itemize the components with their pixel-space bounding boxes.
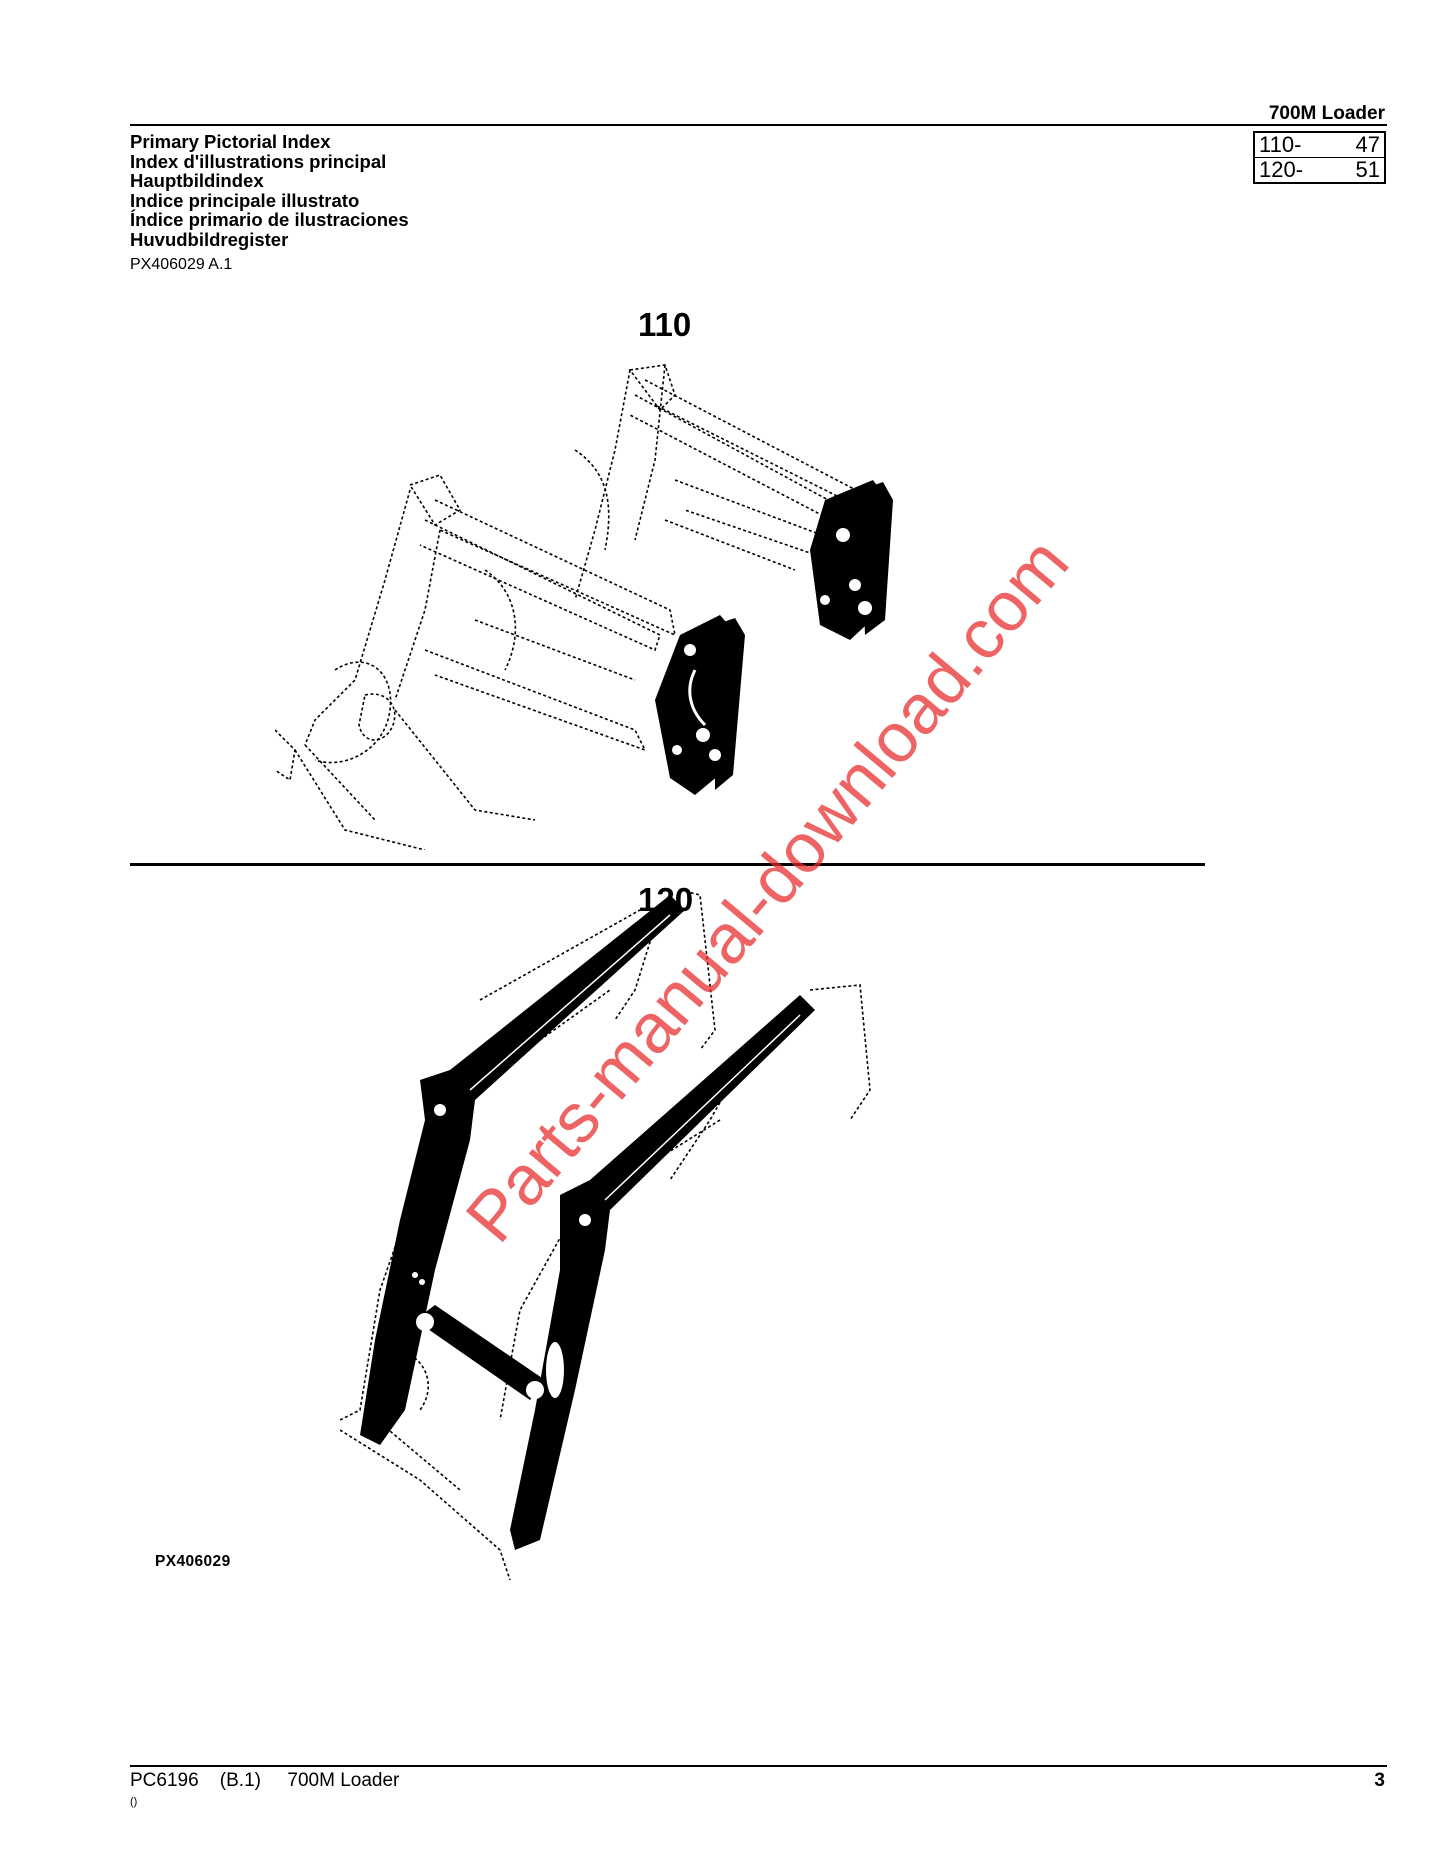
- page-title-fr: Index d'illustrations principal: [130, 150, 387, 172]
- index-row[interactable]: 110- 47: [1255, 133, 1384, 157]
- loader-mounting-frame-illustration[interactable]: [275, 350, 1075, 850]
- index-page: 47: [1355, 132, 1380, 157]
- header-rule: [130, 124, 1387, 126]
- reference-code: PX406029 A.1: [130, 256, 233, 273]
- page-number: 3: [1374, 1770, 1385, 1791]
- index-row[interactable]: 120- 51: [1255, 157, 1384, 182]
- page-title-sv: Huvudbildregister: [130, 228, 289, 250]
- footer-sub: (): [130, 1796, 138, 1808]
- product-label: 700M Loader: [1268, 103, 1385, 124]
- index-page: 51: [1355, 157, 1380, 182]
- section-divider: [130, 863, 1205, 866]
- page-title-it: Indice principale illustrato: [130, 189, 360, 211]
- page-title-de: Hauptbildindex: [130, 170, 264, 192]
- page-title-es: Índice primario de ilustraciones: [130, 209, 409, 231]
- footer-doc-number: PC6196: [130, 1770, 199, 1791]
- index-section: 120-: [1259, 157, 1304, 182]
- figure-code: PX406029: [155, 1553, 231, 1570]
- index-section: 110-: [1259, 132, 1302, 157]
- section-index-table: 110- 47 120- 51: [1253, 131, 1386, 184]
- page-title-en: Primary Pictorial Index: [130, 131, 331, 152]
- loader-boom-illustration[interactable]: [340, 890, 980, 1590]
- footer-rule: [130, 1765, 1387, 1767]
- section-number-110: 110: [638, 306, 692, 343]
- footer-document-info: PC6196 (B.1) 700M Loader: [130, 1770, 399, 1792]
- footer-title: 700M Loader: [287, 1770, 400, 1791]
- footer-revision: (B.1): [219, 1770, 261, 1791]
- page-title-block: Primary Pictorial Index Index d'illustra…: [130, 132, 409, 250]
